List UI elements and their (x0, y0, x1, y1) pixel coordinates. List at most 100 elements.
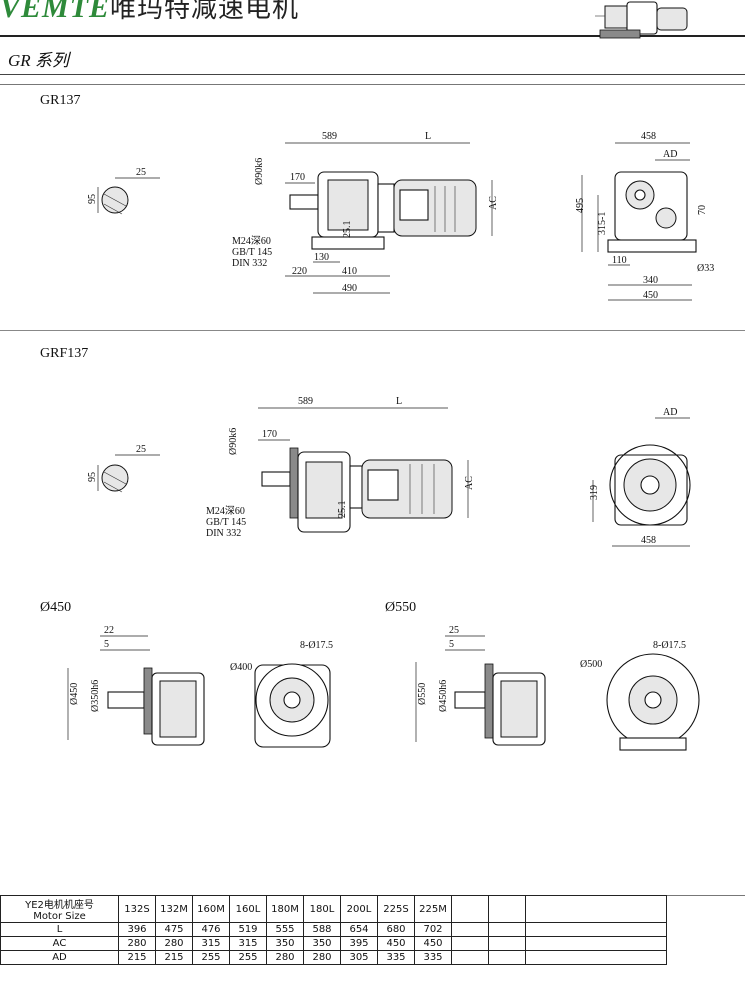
gr137-front-view: 458 AD 495 315-1 70 110 Ø33 340 450 (575, 131, 714, 301)
table-empty-cell (451, 895, 489, 923)
flange450-front-view: 8-Ø17.5 Ø400 (230, 640, 333, 748)
table-cell: 350 (266, 936, 304, 951)
flange550-side-view: 25 5 Ø550 Ø450h6 (415, 625, 546, 746)
motor-size-table: YE2电机机座号 Motor Size 132S 132M 160M 160L … (0, 895, 667, 965)
grf137-dim-170: 170 (262, 429, 277, 440)
gearmotor-thumbnail-icon (595, 1, 688, 39)
table-empty-cell (488, 936, 526, 951)
flange550-dim-holes: 8-Ø17.5 (653, 640, 686, 651)
table-row-label: AD (0, 950, 119, 965)
table-row: AD 215 215 255 255 280 280 305 335 335 (0, 950, 667, 965)
section-title-gr137: GR137 (40, 93, 81, 108)
flange450-dim-holes: 8-Ø17.5 (300, 640, 333, 651)
table-cell: 396 (118, 922, 156, 937)
gr137-dim-340: 340 (643, 275, 658, 286)
grf137-thread-dim: M24深60 (206, 505, 245, 517)
brand-chinese-name: 唯玛特减速电机 (110, 0, 300, 24)
gr137-dim-490: 490 (342, 283, 357, 294)
section-title-flange550: Ø550 (385, 600, 417, 615)
table-cell: 335 (377, 950, 415, 965)
table-empty-cell (488, 922, 526, 937)
flange550-dim-spigot: Ø450h6 (438, 680, 449, 712)
grf137-dim-AD: AD (663, 407, 677, 418)
grf137-front-view: AD 319 458 (589, 407, 691, 547)
gr137-dim-458: 458 (641, 131, 656, 142)
table-cell: 519 (229, 922, 267, 937)
section-divider (0, 330, 745, 331)
gr137-side-view: 589 L 170 Ø90k6 AC 25.1 M24深60 GB/T 145 … (232, 131, 499, 294)
flange450-dim-5: 5 (104, 639, 109, 650)
grf137-dim-319: 319 (589, 485, 600, 500)
grf137-standard-gb: GB/T 145 (206, 517, 246, 528)
gr137-shaft-section: 25 95 (87, 167, 160, 215)
section-title-grf137: GRF137 (40, 346, 89, 361)
flange450-dim-pcd: Ø400 (230, 662, 252, 673)
table-cell: 588 (303, 922, 341, 937)
table-cell: 350 (303, 936, 341, 951)
table-row: L 396 475 476 519 555 588 654 680 702 (0, 922, 667, 937)
gr137-shaft-diameter-dim: Ø90k6 (254, 158, 265, 185)
table-cell: 280 (118, 936, 156, 951)
header-rule (0, 35, 745, 37)
table-cell: 450 (414, 936, 452, 951)
grf137-shaft-height-dim: 95 (87, 472, 98, 482)
flange550-dim-5: 5 (449, 639, 454, 650)
table-cell: 680 (377, 922, 415, 937)
flange550-dim-25: 25 (449, 625, 459, 636)
table-cell: 280 (303, 950, 341, 965)
gr137-dim-495: 495 (575, 198, 586, 213)
table-header-size: 225S (377, 895, 415, 923)
brand-logo: VEMTE唯玛特减速电机 (0, 0, 299, 25)
gr137-dim-130: 130 (314, 252, 329, 263)
gr137-standard-din: DIN 332 (232, 258, 267, 269)
table-header-size: 160M (192, 895, 230, 923)
table-header-row: YE2电机机座号 Motor Size 132S 132M 160M 160L … (0, 895, 667, 923)
table-header-size: 200L (340, 895, 378, 923)
table-cell: 450 (377, 936, 415, 951)
table-cell: 215 (155, 950, 193, 965)
series-label: GR 系列 (8, 51, 69, 70)
gr137-thread-dim: M24深60 (232, 235, 271, 247)
gr137-dim-25.1: 25.1 (342, 221, 353, 239)
flange550-dim-outer: Ø550 (417, 683, 428, 705)
table-empty-cell (525, 936, 667, 951)
table-header-size: 225M (414, 895, 452, 923)
table-empty-cell (451, 936, 489, 951)
table-header-size: 160L (229, 895, 267, 923)
table-header-size: 132S (118, 895, 156, 923)
section-title-flange450: Ø450 (40, 600, 72, 615)
gr137-dim-410: 410 (342, 266, 357, 277)
table-empty-cell (451, 950, 489, 965)
table-cell: 255 (229, 950, 267, 965)
flange450-dim-outer: Ø450 (69, 683, 80, 705)
table-cell: 475 (155, 922, 193, 937)
table-row-label: L (0, 922, 119, 937)
table-header-label-en: Motor Size (33, 911, 86, 922)
table-cell: 280 (266, 950, 304, 965)
grf137-dim-L: L (396, 396, 402, 407)
gr137-dim-AD: AD (663, 149, 677, 160)
gr137-dim-220: 220 (292, 266, 307, 277)
table-cell: 215 (118, 950, 156, 965)
table-cell: 555 (266, 922, 304, 937)
gr137-dim-AC: AC (488, 196, 499, 210)
flange450-side-view: 22 5 Ø450 Ø350h6 (67, 625, 205, 746)
table-empty-cell (525, 922, 667, 937)
table-cell: 654 (340, 922, 378, 937)
series-rule (0, 74, 745, 75)
gr137-dim-589: 589 (322, 131, 337, 142)
table-cell: 395 (340, 936, 378, 951)
grf137-dim-25.1: 25.1 (337, 501, 348, 519)
flange450-dim-spigot: Ø350h6 (90, 680, 101, 712)
grf137-dim-589: 589 (298, 396, 313, 407)
table-cell: 315 (229, 936, 267, 951)
table-header-size: 180L (303, 895, 341, 923)
grf137-key-width-dim: 25 (136, 444, 146, 455)
grf137-shaft-section: 25 95 (87, 444, 160, 493)
grf137-dim-458: 458 (641, 535, 656, 546)
table-empty-cell (525, 895, 667, 923)
grf137-shaft-diameter-dim: Ø90k6 (228, 428, 239, 455)
table-row-label: AC (0, 936, 119, 951)
gr137-dim-315: 315-1 (597, 212, 608, 235)
